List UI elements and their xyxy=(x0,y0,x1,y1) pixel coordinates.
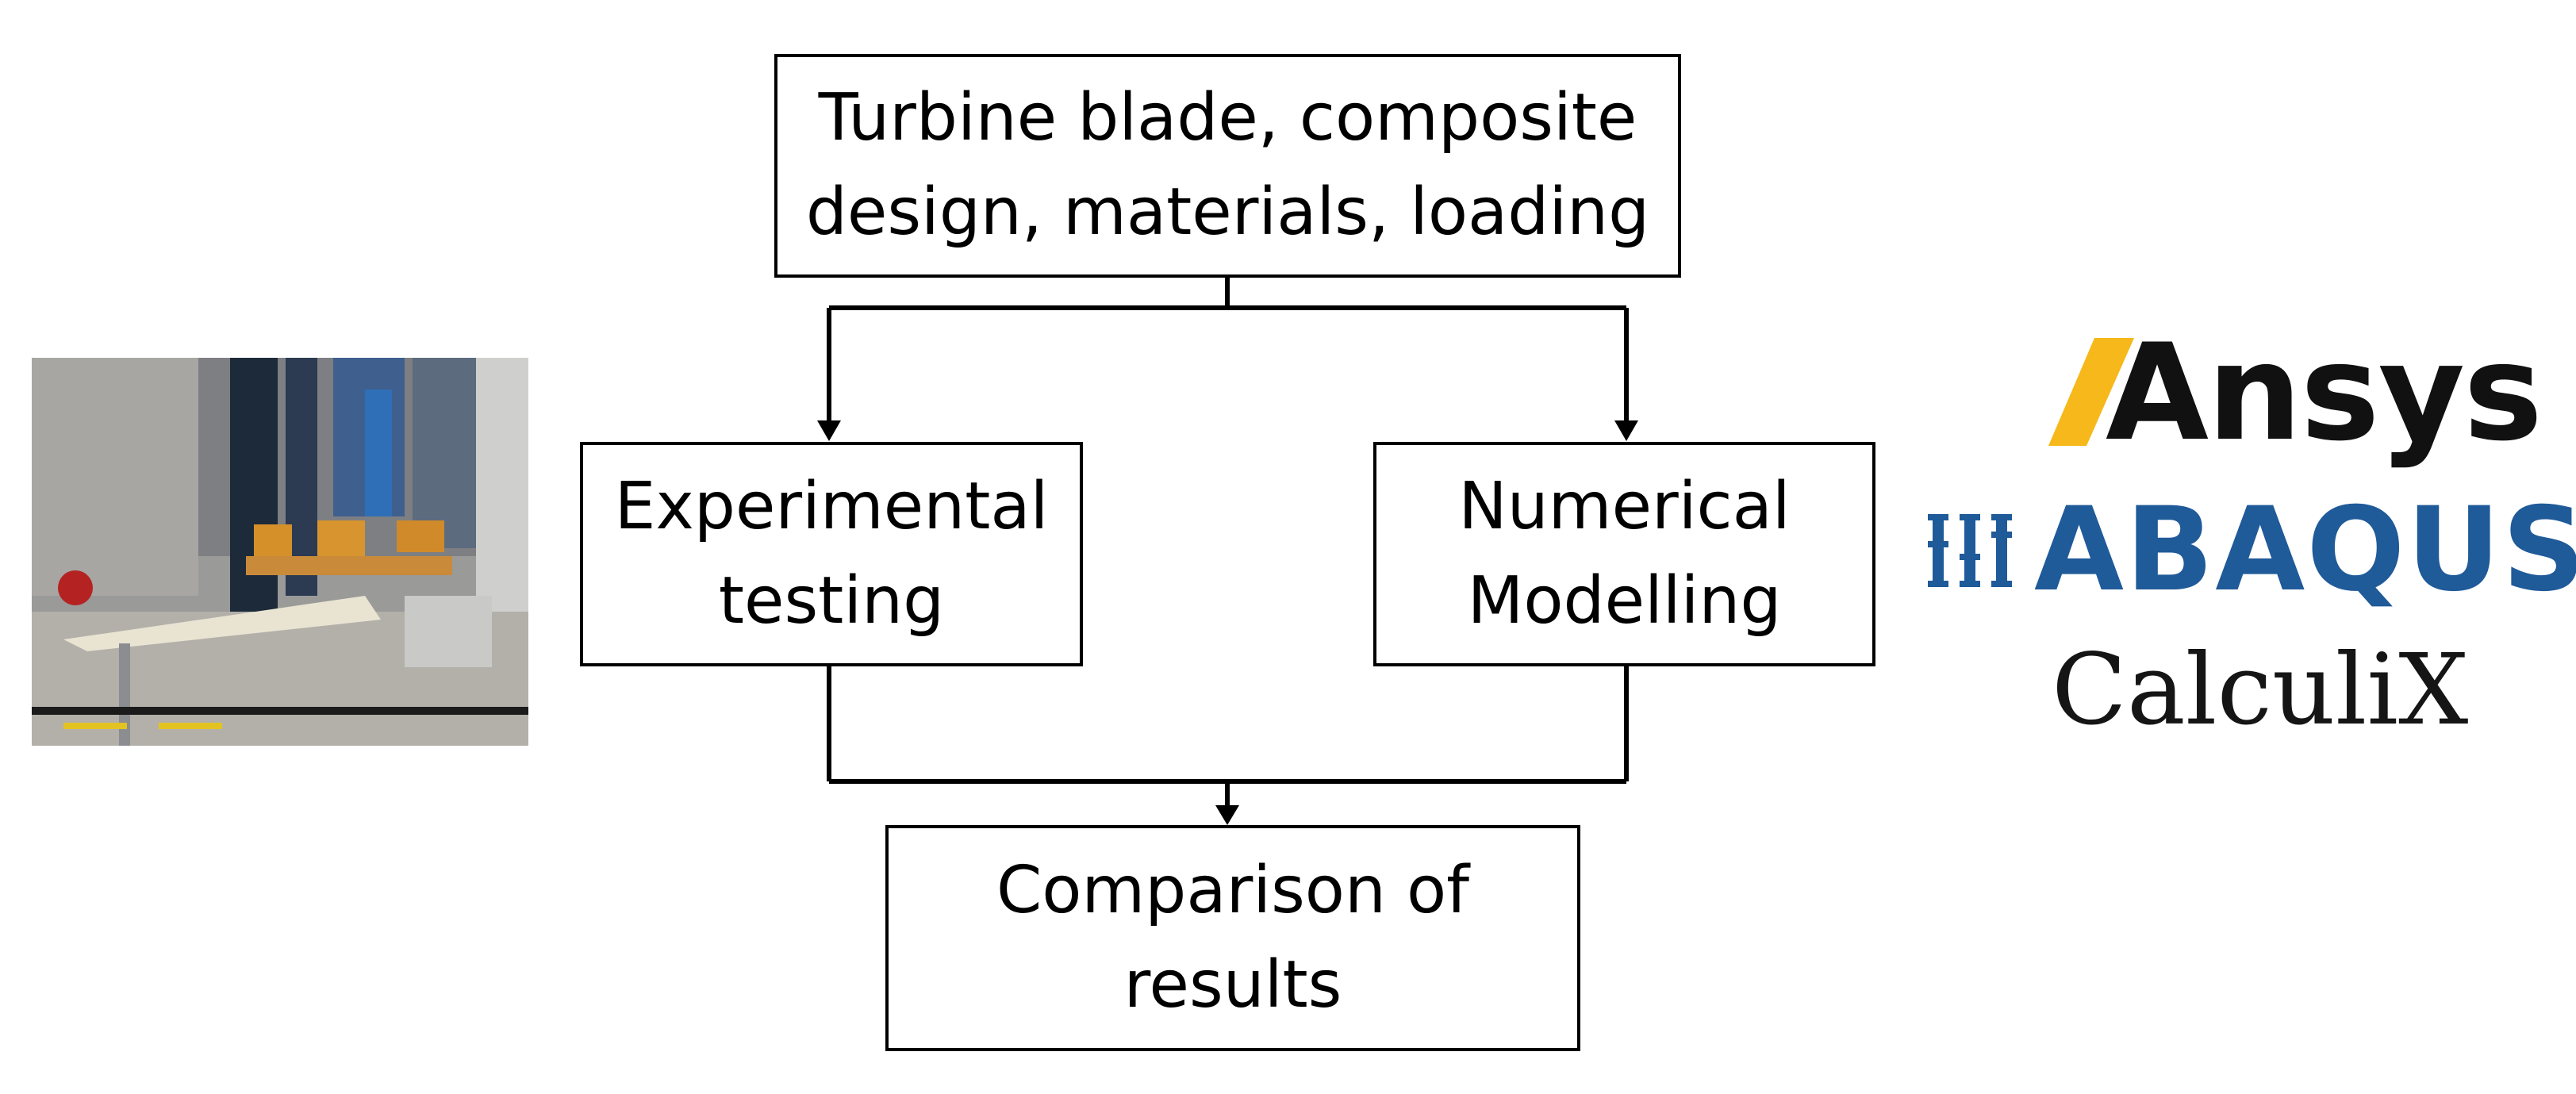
ansys-wordmark: Ansys xyxy=(2106,315,2543,470)
abaqus-logo: ABAQUS xyxy=(1923,492,2576,608)
ansys-slash-icon xyxy=(2048,338,2134,446)
calculix-wordmark: CalculiX xyxy=(2052,633,2469,747)
ansys-logo: Ansys xyxy=(2048,326,2543,459)
calculix-logo: CalculiX xyxy=(2052,635,2468,746)
comparison-box: Comparison of results xyxy=(885,825,1580,1051)
input-box: Turbine blade, composite design, materia… xyxy=(774,54,1681,278)
experimental-testing-box: Experimental testing xyxy=(580,442,1083,666)
numerical-modelling-label: Numerical Modelling xyxy=(1458,468,1791,639)
numerical-modelling-box: Numerical Modelling xyxy=(1373,442,1875,666)
input-box-label: Turbine blade, composite design, materia… xyxy=(805,80,1650,250)
blade-test-photo xyxy=(32,358,528,746)
comparison-label: Comparison of results xyxy=(996,852,1470,1023)
abaqus-wordmark: ABAQUS xyxy=(2034,482,2576,617)
experimental-testing-label: Experimental testing xyxy=(614,468,1049,639)
abaqus-mark-icon xyxy=(1928,514,2012,587)
